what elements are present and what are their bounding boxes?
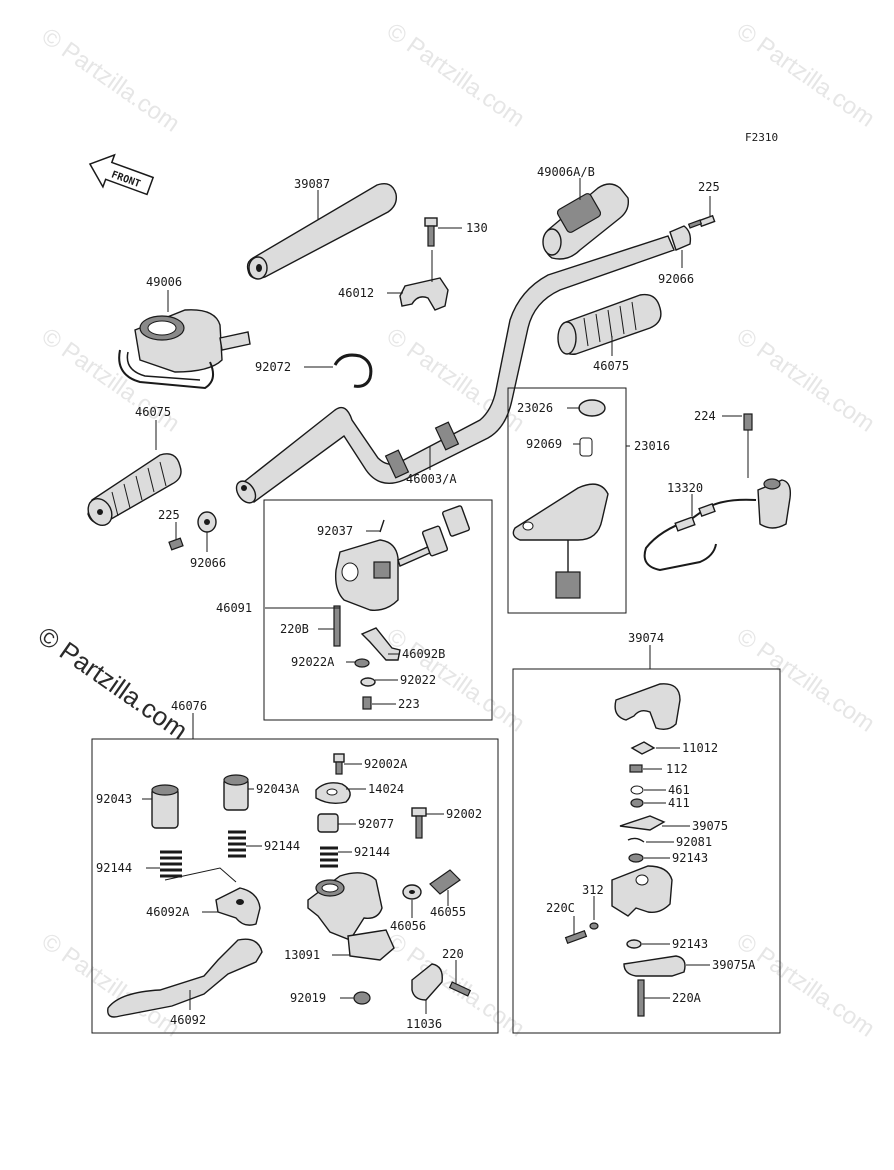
label-46012: 46012 [338,286,374,300]
label-92143a: 92143 [672,851,708,865]
label-220a: 220A [672,991,702,1005]
label-23016: 23016 [634,439,670,453]
label-49006: 49006 [146,275,182,289]
label-411: 411 [668,796,690,810]
throttle-housing-icon [542,183,630,260]
label-49006ab: 49006A/B [537,165,595,179]
label-92022a: 92022A [291,655,335,669]
bar-end-icon [669,225,692,251]
watermark-3: © Partzilla.com [732,18,880,133]
label-225a: 225 [698,180,720,194]
label-92066b: 92066 [190,556,226,570]
label-14024: 14024 [368,782,404,796]
label-92143b: 92143 [672,937,708,951]
label-92072: 92072 [255,360,291,374]
label-92144b: 92144 [354,845,390,859]
grip-left-icon [87,453,182,527]
group-box-23016 [507,387,627,614]
starter-switch-icon [512,399,609,599]
label-92066a: 92066 [658,272,694,286]
switch-housing-icon [333,505,470,710]
front-arrow-icon: FRONT [88,153,155,196]
label-46091: 46091 [216,601,252,615]
label-13091: 13091 [284,948,320,962]
label-39075: 39075 [692,819,728,833]
throttle-housing-left-icon [118,309,251,390]
handlebar-clamp-icon [399,277,449,311]
handlebar-icon [235,235,675,504]
label-92002a: 92002A [364,757,408,771]
watermark-2: © Partzilla.com [382,18,530,133]
label-46055: 46055 [430,905,466,919]
label-39087: 39087 [294,177,330,191]
label-92144c: 92144 [96,861,132,875]
label-23026: 23026 [517,401,553,415]
label-46003: 46003/A [406,472,457,486]
label-46092a: 46092A [146,905,190,919]
label-39075a: 39075A [712,958,756,972]
watermark-1: © Partzilla.com [37,23,185,138]
watermark-8: © Partzilla.com [732,623,880,738]
group-box-46091 [263,499,493,721]
watermark-6: © Partzilla.com [732,323,880,438]
label-92043: 92043 [96,792,132,806]
label-220: 220 [442,947,464,961]
label-461: 461 [668,783,690,797]
lever-assembly-icon [107,753,472,1018]
label-223: 223 [398,697,420,711]
label-225b: 225 [158,508,180,522]
group-box-39074 [512,668,781,1034]
label-92043a: 92043A [256,782,300,796]
label-39074: 39074 [628,631,664,645]
label-220c: 220C [546,901,575,915]
label-92002: 92002 [446,807,482,821]
diagram-code: F2310 [745,131,778,144]
label-11036: 11036 [406,1017,442,1031]
label-46076: 46076 [171,699,207,713]
label-46075b: 46075 [593,359,629,373]
label-46075a: 46075 [135,405,171,419]
watermark-9: © Partzilla.com [37,928,185,1043]
clamp-bolt-icon [424,217,438,247]
label-112: 112 [666,762,688,776]
label-92037: 92037 [317,524,353,538]
label-92069: 92069 [526,437,562,451]
label-46092b: 46092B [402,647,445,661]
bolt-icon [687,214,716,229]
label-92019: 92019 [290,991,326,1005]
label-13320: 13320 [667,481,703,495]
handlebar-pad-icon [246,182,398,280]
label-11012: 11012 [682,741,718,755]
label-92077: 92077 [358,817,394,831]
clutch-cover-icon [564,683,686,1017]
label-46056: 46056 [390,919,426,933]
label-92144a: 92144 [264,839,300,853]
label-220b: 220B [280,622,309,636]
watermark-11: © Partzilla.com [732,928,880,1043]
group-box-46076 [91,738,499,1034]
kill-switch-icon [643,413,792,572]
side-watermark: © Partzilla.com [33,620,194,745]
label-92022: 92022 [400,673,436,687]
band-clip-icon [333,353,373,388]
label-46092: 46092 [170,1013,206,1027]
label-312: 312 [582,883,604,897]
label-224: 224 [694,409,716,423]
grip-right-icon [557,293,662,355]
bar-end-left-icon [168,511,217,551]
label-130: 130 [466,221,488,235]
label-92081: 92081 [676,835,712,849]
